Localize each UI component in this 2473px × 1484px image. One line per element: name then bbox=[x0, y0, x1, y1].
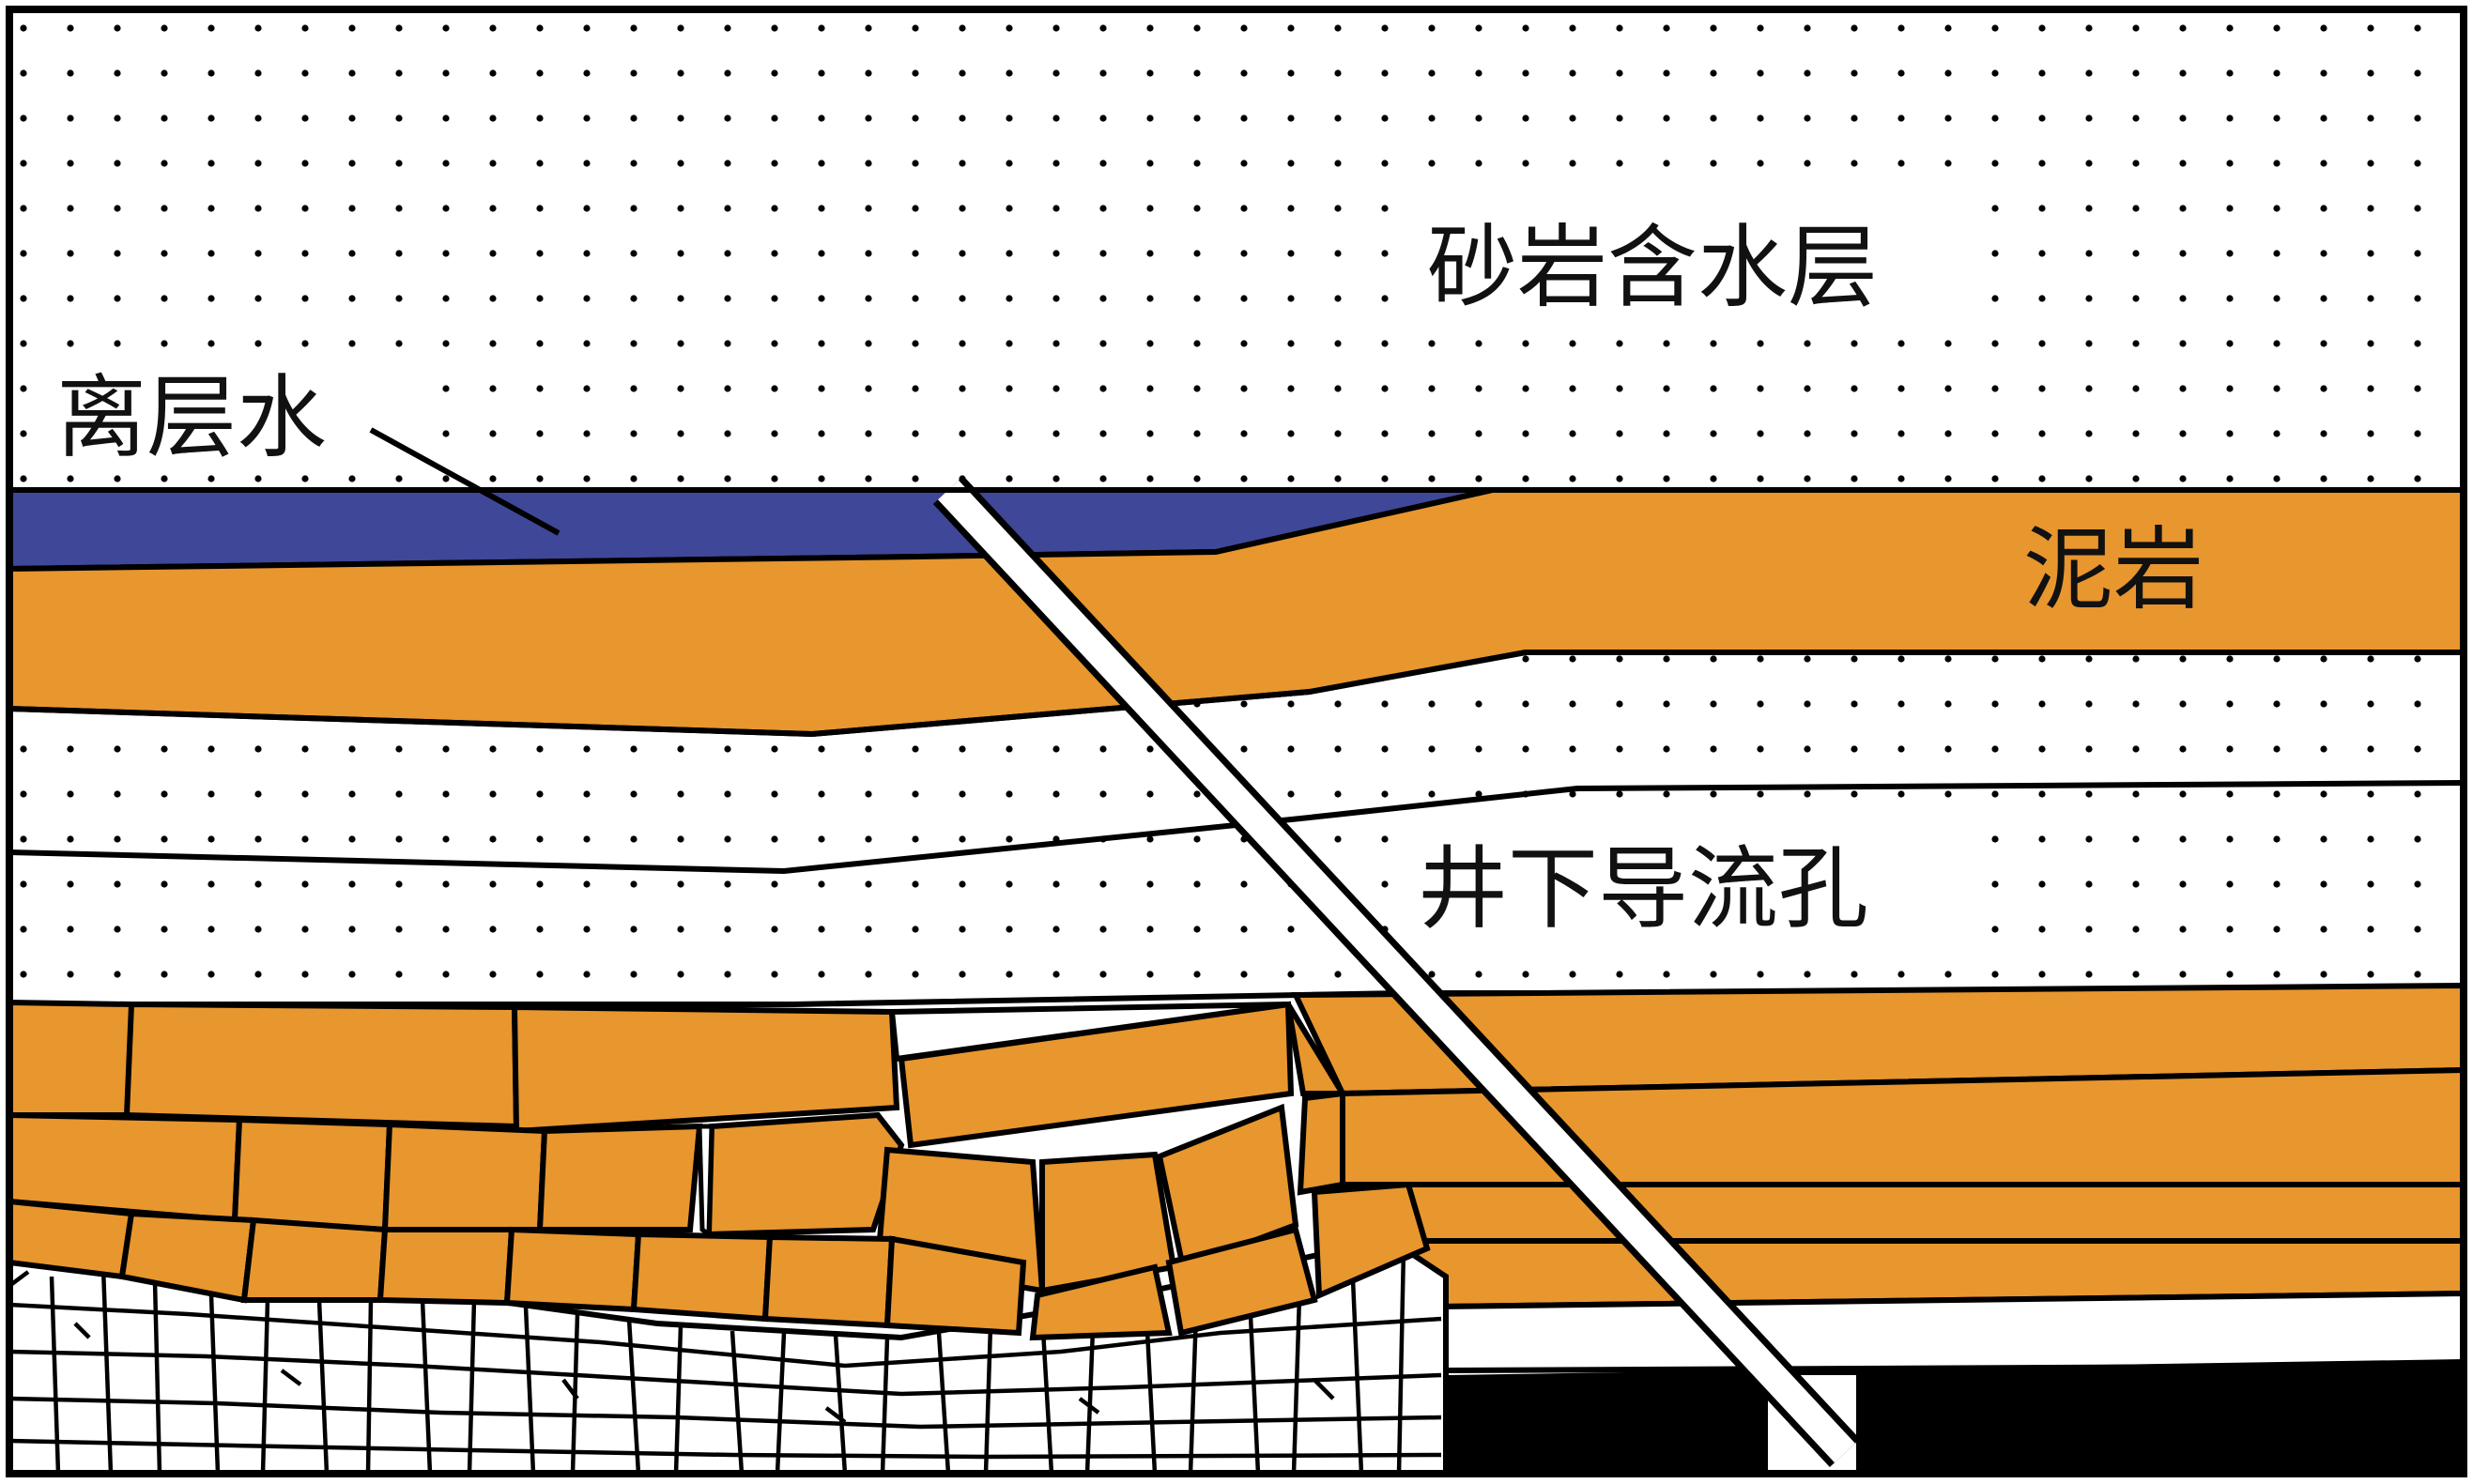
coal-seam bbox=[1446, 1359, 2464, 1474]
borehole bbox=[932, 476, 1861, 1467]
separation-water-leader bbox=[369, 427, 561, 536]
label-mudstone: 泥岩 bbox=[2023, 517, 2204, 622]
label-drainage-hole: 井下导流孔 bbox=[1418, 836, 1868, 941]
label-separation-water: 离层水 bbox=[56, 365, 327, 470]
label-sandstone-aquifer: 砂岩含水层 bbox=[1427, 215, 1878, 320]
fractured-mudstone-blocks bbox=[9, 999, 1431, 1341]
diagram-frame bbox=[6, 6, 2467, 1477]
